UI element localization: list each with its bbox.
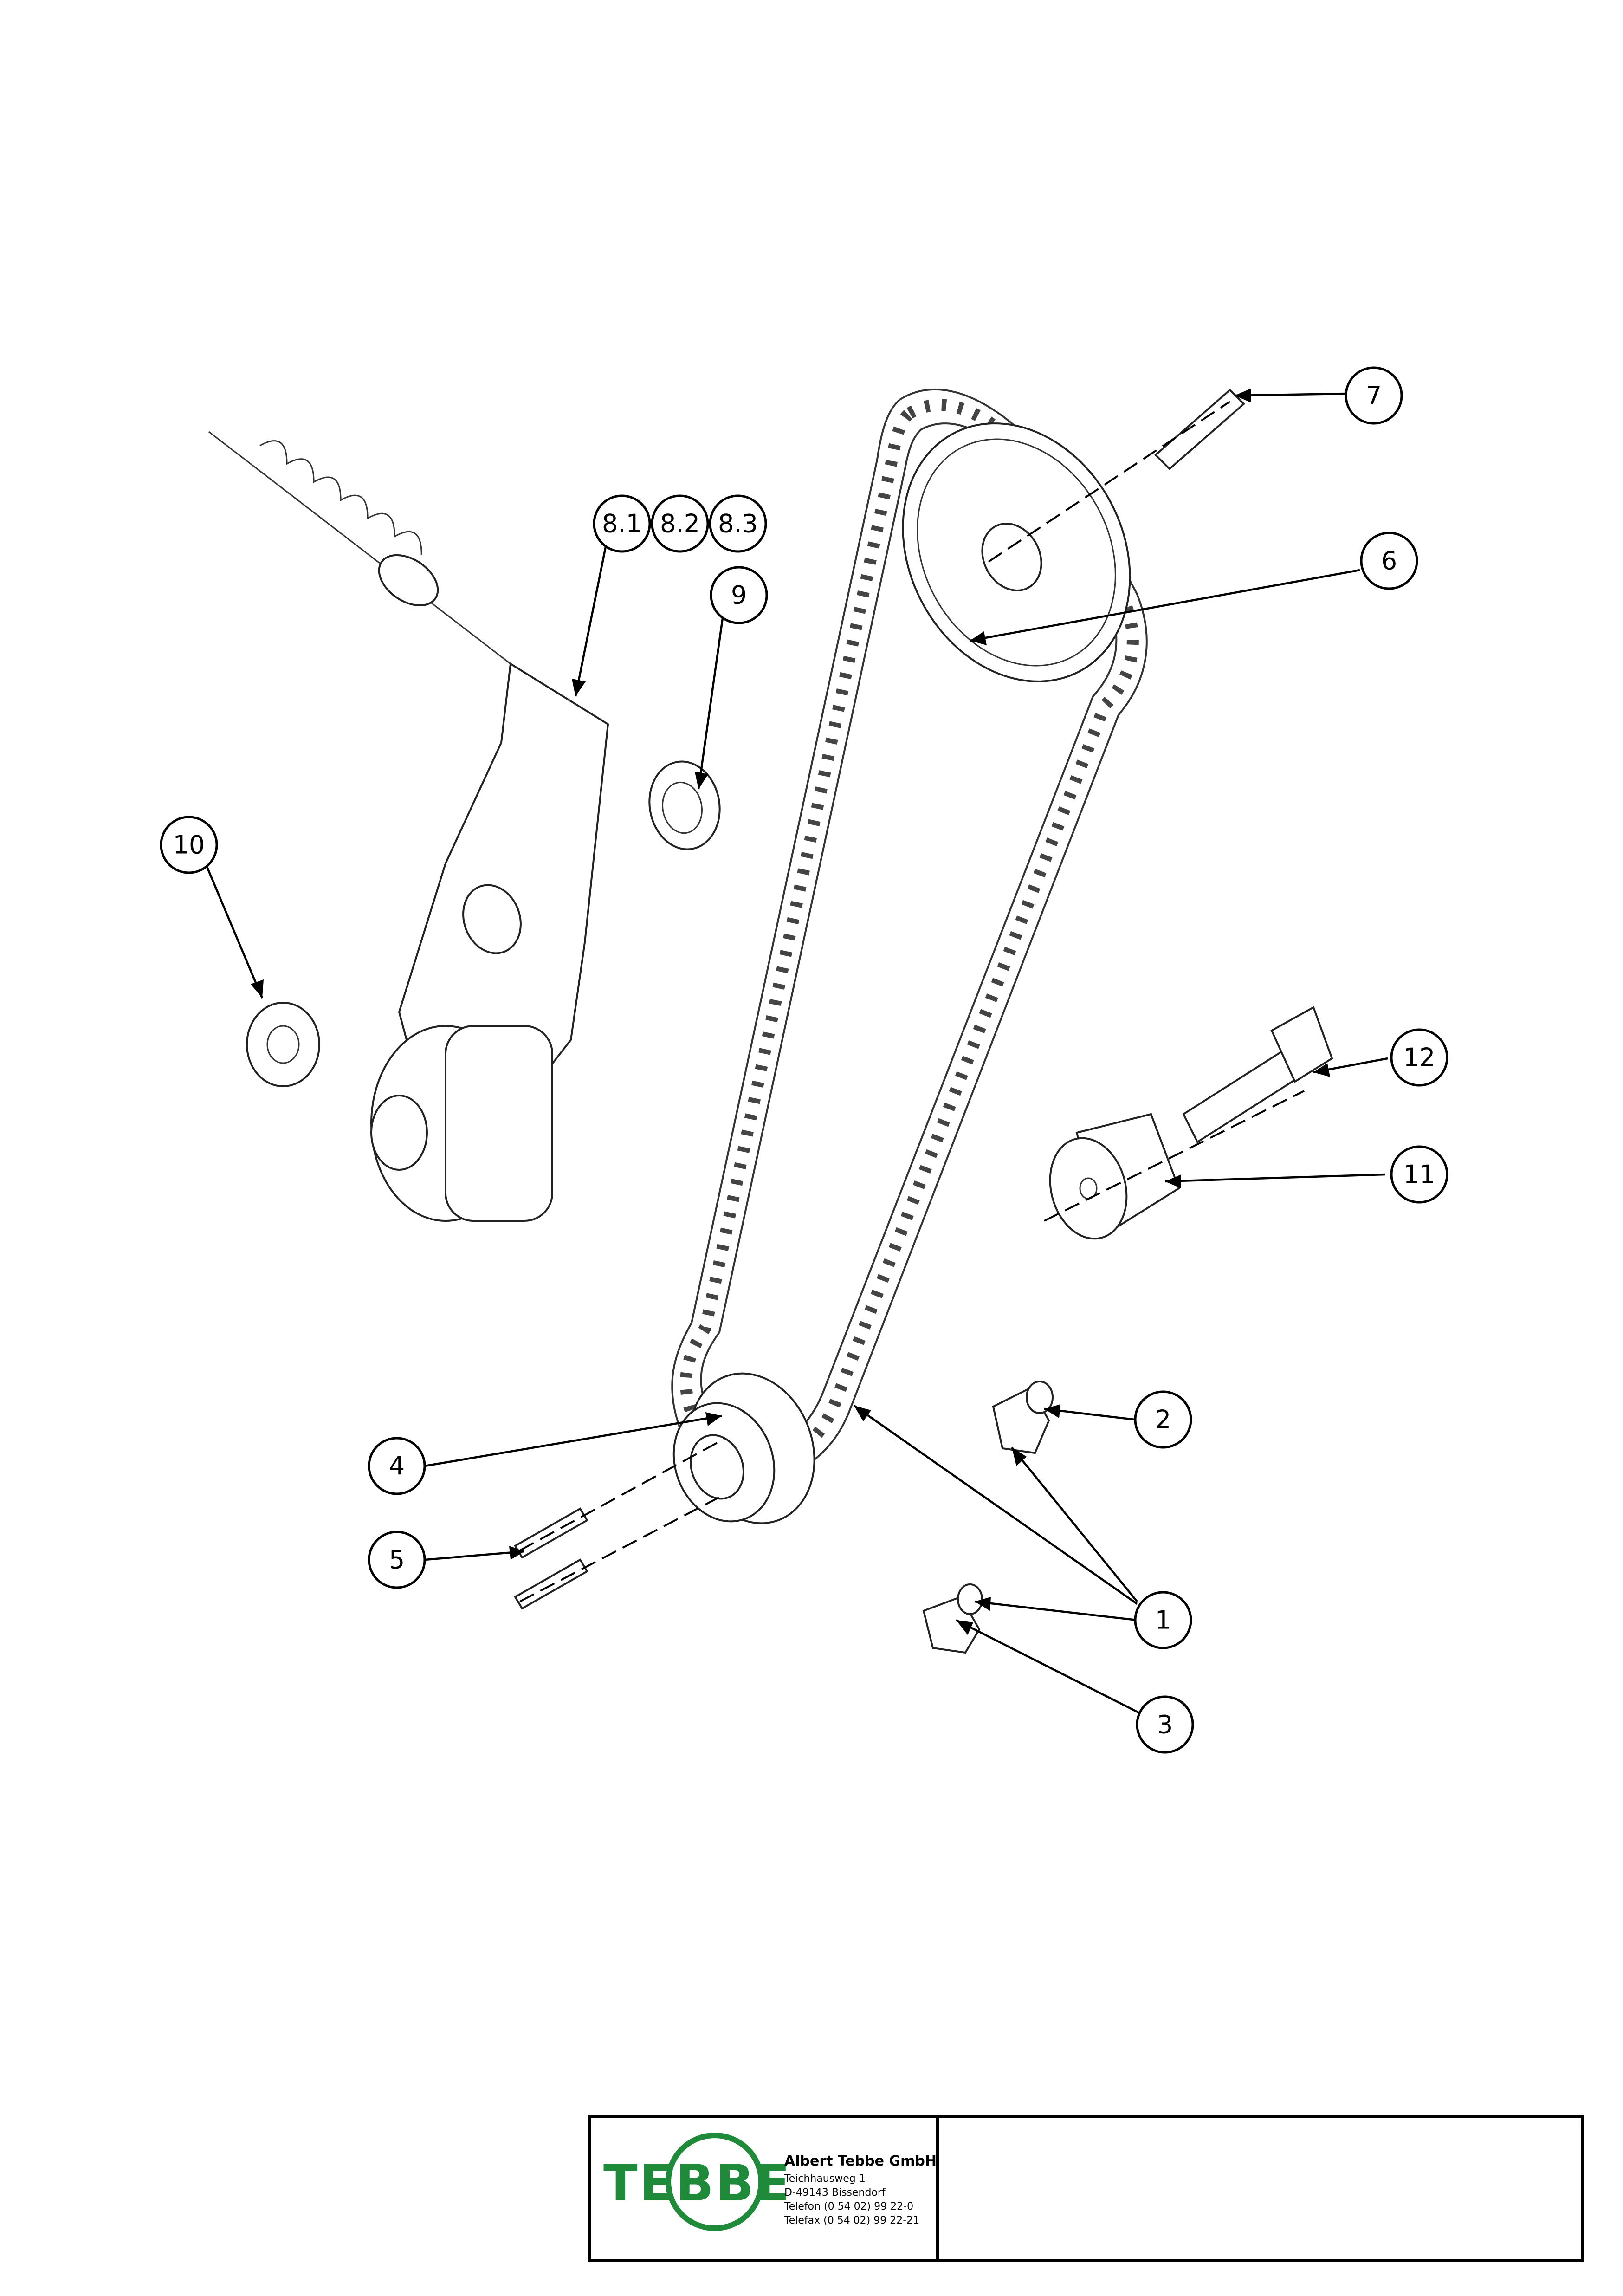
callout-8-2: 8.2 — [651, 494, 709, 553]
tensioner-arm — [208, 431, 609, 1222]
callout-2: 2 — [1134, 1390, 1192, 1449]
callout-12: 12 — [1390, 1028, 1448, 1087]
callout-label: 2 — [1155, 1405, 1171, 1434]
idler-roller — [1044, 1090, 1305, 1240]
callout-3: 3 — [1136, 1695, 1194, 1754]
upper-sprocket — [902, 422, 1131, 682]
collar — [648, 760, 721, 850]
callout-label: 8.1 — [602, 509, 642, 538]
leader-lines — [205, 392, 1388, 1714]
title-block: TEBBE Albert Tebbe GmbH Teichhausweg 1 D… — [588, 2115, 1584, 2262]
address-line: Teichhausweg 1 — [784, 2173, 866, 2185]
callouts: 1 2 3 4 5 6 7 8.1 — [160, 366, 1448, 1754]
cranked-link — [922, 1583, 983, 1654]
callout-label: 7 — [1366, 381, 1382, 410]
arrowheads — [251, 389, 1330, 1635]
callout-label: 11 — [1403, 1160, 1435, 1189]
company-name: Albert Tebbe GmbH — [784, 2153, 937, 2169]
callout-label: 5 — [389, 1545, 405, 1575]
callout-6: 6 — [1360, 532, 1418, 590]
phone-line: Telefon (0 54 02) 99 22-0 — [784, 2201, 913, 2212]
callout-9: 9 — [710, 566, 768, 624]
keys — [514, 389, 1245, 1610]
callout-8-3: 8.3 — [709, 494, 767, 553]
callout-label: 12 — [1403, 1043, 1435, 1072]
connecting-link — [992, 1381, 1054, 1454]
callout-4: 4 — [368, 1437, 426, 1495]
callout-label: 3 — [1157, 1710, 1173, 1739]
callout-10: 10 — [160, 816, 218, 874]
lower-sprocket — [672, 1372, 815, 1524]
callout-label: 1 — [1155, 1606, 1171, 1635]
callout-1: 1 — [1134, 1591, 1192, 1649]
callout-5: 5 — [368, 1531, 426, 1589]
callout-8-1: 8.1 — [593, 494, 651, 553]
callout-7: 7 — [1345, 366, 1403, 425]
bolt — [1182, 1006, 1333, 1143]
washer — [246, 1002, 320, 1087]
callout-label: 4 — [389, 1452, 405, 1481]
callout-label: 6 — [1381, 546, 1397, 576]
callout-label: 8.3 — [718, 509, 758, 538]
company-logo: TEBBE — [603, 2133, 792, 2231]
address-line: D-49143 Bissendorf — [784, 2187, 886, 2199]
callout-11: 11 — [1390, 1145, 1448, 1204]
callout-label: 9 — [731, 581, 747, 610]
callout-label: 10 — [173, 830, 205, 860]
callout-label: 8.2 — [660, 509, 700, 538]
fax-line: Telefax (0 54 02) 99 22-21 — [784, 2215, 919, 2226]
logo-text: TEBBE — [603, 2154, 792, 2212]
